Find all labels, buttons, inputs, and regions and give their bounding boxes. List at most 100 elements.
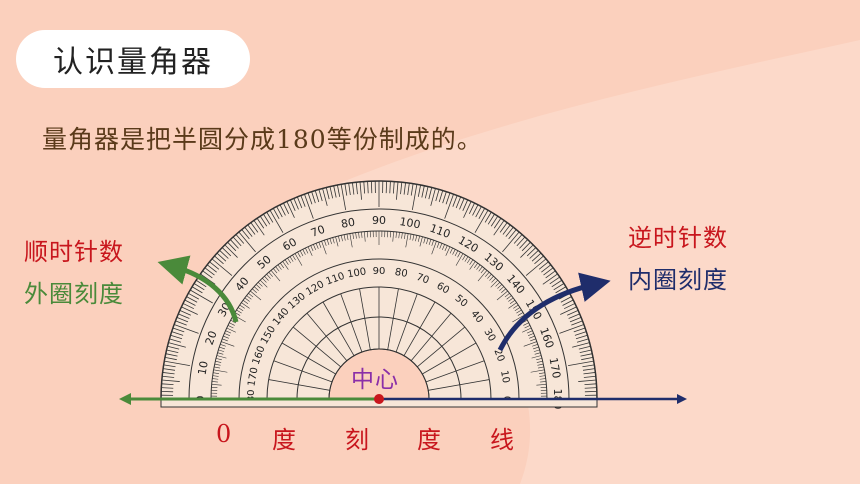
outer-tick — [214, 255, 224, 265]
inner-tick — [338, 235, 341, 242]
inner-tick — [229, 322, 235, 326]
outer-tick — [253, 220, 265, 236]
inner-tick — [495, 282, 501, 287]
inner-tick — [216, 355, 227, 359]
inner-tick — [496, 290, 508, 301]
inner-tick — [226, 327, 236, 333]
inner-tick — [490, 279, 499, 288]
outer-tick — [559, 324, 584, 334]
outer-tick — [538, 261, 549, 270]
radial-line — [273, 360, 333, 383]
outer-number: 170 — [547, 357, 563, 380]
inner-tick — [222, 338, 228, 342]
outer-number: 60 — [280, 235, 299, 253]
inner-tick — [457, 251, 461, 258]
inner-tick — [531, 355, 542, 359]
inner-tick — [246, 295, 252, 300]
inner-tick — [452, 249, 456, 255]
inner-tick — [478, 266, 483, 272]
inner-tick — [275, 266, 280, 272]
outer-tick — [475, 206, 482, 218]
inner-tick — [419, 236, 423, 247]
inner-number: 90 — [373, 266, 386, 277]
outer-tick — [568, 360, 594, 367]
arrows-layer — [119, 255, 687, 405]
counterclockwise-label: 逆时针数 — [628, 224, 728, 252]
outer-tick — [502, 224, 511, 235]
outer-tick — [571, 320, 583, 326]
inner-tick — [528, 333, 534, 336]
outer-tick — [211, 258, 233, 276]
inner-tick — [223, 335, 229, 339]
outer-tick — [186, 296, 198, 303]
outer-tick — [392, 181, 395, 194]
inner-tick — [398, 232, 400, 239]
outer-tick — [569, 316, 582, 323]
inner-tick — [489, 275, 494, 281]
inner-tick — [358, 232, 360, 239]
outer-tick — [389, 181, 391, 194]
outer-tick — [241, 229, 250, 240]
inner-tick — [262, 277, 267, 283]
inner-tick — [436, 242, 440, 248]
inner-tick — [409, 234, 412, 241]
outer-tick — [167, 345, 180, 350]
inner-tick — [462, 254, 466, 261]
outer-tick — [505, 226, 514, 237]
outer-tick — [178, 313, 190, 319]
outer-tick — [583, 372, 596, 375]
inner-tick — [287, 257, 292, 264]
inner-tick — [506, 295, 512, 300]
inner-tick — [241, 302, 250, 309]
inner-tick — [273, 268, 278, 274]
outer-tick — [190, 289, 213, 304]
inner-tick — [404, 233, 406, 240]
outer-tick — [578, 345, 591, 350]
inner-tick — [225, 330, 232, 334]
outer-tick — [202, 270, 213, 279]
inner-tick — [253, 286, 259, 291]
inner-tick — [536, 358, 543, 361]
outer-tick — [363, 181, 366, 194]
outer-tick — [562, 299, 574, 306]
outer-tick — [352, 182, 355, 195]
inner-tick — [534, 352, 541, 355]
outer-tick — [184, 299, 196, 306]
inner-tick — [485, 272, 490, 277]
inner-tick — [473, 262, 478, 269]
inner-tick — [499, 286, 505, 291]
outer-tick — [484, 211, 492, 223]
baseline-char-2: 刻 — [345, 426, 369, 454]
outer-tick — [396, 181, 399, 200]
inner-number: 170 — [246, 367, 260, 388]
inner-number: 10 — [498, 370, 511, 384]
outer-scale-label: 外圈刻度 — [24, 280, 124, 308]
inner-tick — [244, 297, 250, 302]
inner-tick — [454, 250, 459, 257]
outer-tick — [549, 276, 560, 285]
outer-tick — [551, 279, 563, 288]
inner-tick — [530, 338, 536, 342]
inner-tick — [252, 288, 257, 293]
inner-tick — [212, 375, 219, 377]
page-title: 认识量角器 — [16, 30, 250, 88]
outer-tick — [531, 252, 542, 262]
inner-tick — [516, 309, 522, 314]
inner-tick — [361, 231, 363, 238]
inner-tick — [315, 243, 319, 249]
outer-tick — [168, 342, 186, 348]
inner-tick — [532, 346, 539, 350]
inner-tick — [282, 261, 289, 270]
inner-tick — [297, 251, 301, 258]
inner-tick — [412, 234, 415, 241]
counterclockwise-arrow-icon — [497, 272, 611, 352]
radial-line — [417, 326, 466, 368]
outer-tick — [572, 342, 590, 348]
inner-tick — [417, 235, 420, 242]
outer-tick — [452, 195, 458, 207]
outer-number: 10 — [196, 360, 211, 376]
inner-tick — [431, 240, 434, 246]
radial-line — [306, 312, 348, 361]
outer-tick — [283, 202, 290, 215]
outer-tick — [584, 387, 597, 389]
